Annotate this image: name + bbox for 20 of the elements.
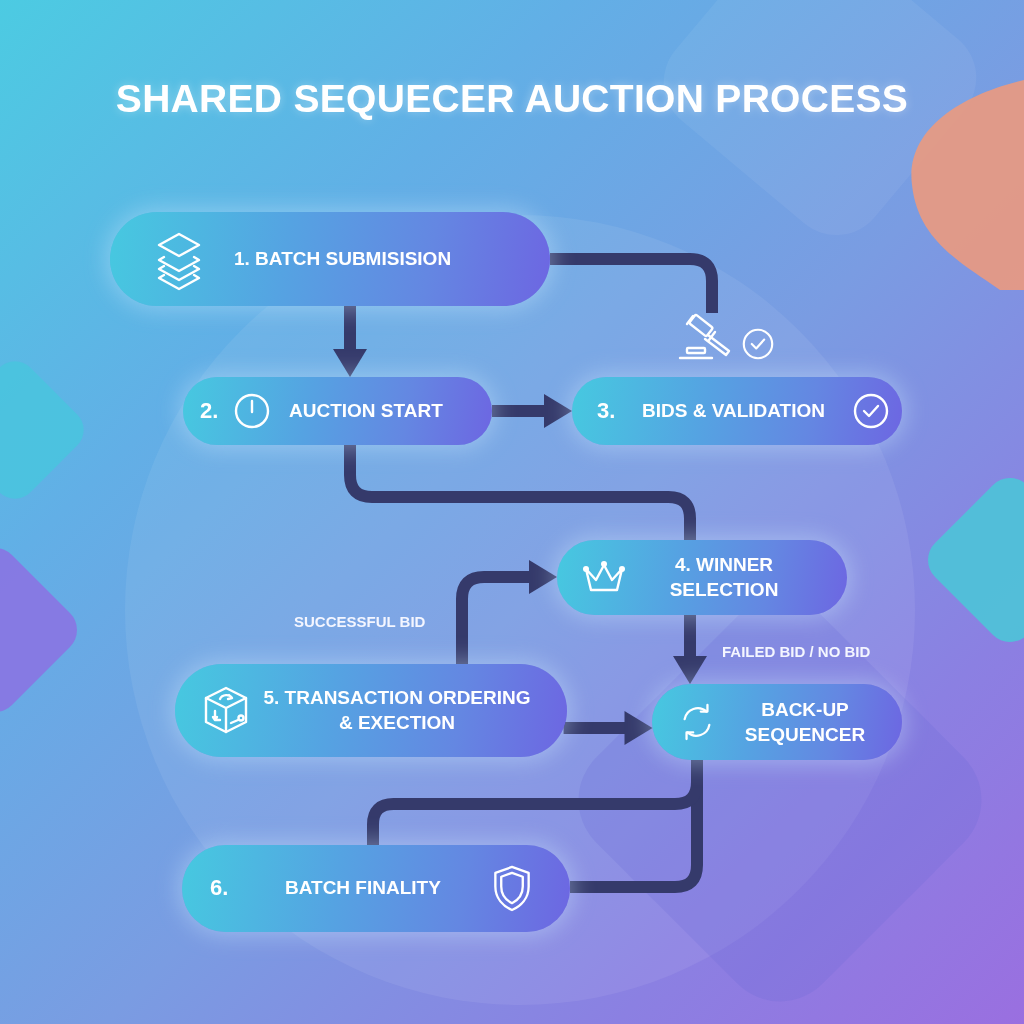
step-pill (652, 684, 902, 760)
arrow (333, 306, 367, 377)
step-number: 3. (597, 399, 616, 423)
step-label: 4. WINNER SELECTION (668, 553, 780, 602)
step-label: AUCTION START (289, 399, 443, 423)
edge-label: FAILED BID / NO BID (722, 642, 871, 662)
step-number: 6. (210, 876, 229, 900)
step-label: BACK-UP SEQUENCER (743, 698, 867, 747)
step-label: BATCH FINALITY (285, 876, 441, 900)
step-label: 1. BATCH SUBMISISION (234, 247, 452, 271)
step-label: BIDS & VALIDATION (642, 399, 825, 423)
title: SHARED SEQUECER AUCTION PROCESS (114, 76, 910, 122)
arrow (563, 711, 653, 745)
arrow (456, 560, 557, 664)
step-label: 5. TRANSACTION ORDERING & EXECTION (262, 686, 532, 735)
arrow (492, 394, 572, 428)
connector-line (550, 253, 718, 313)
arrow (673, 615, 707, 684)
edge-label: SUCCESSFUL BID (294, 612, 426, 632)
step-number: 2. (200, 399, 219, 423)
